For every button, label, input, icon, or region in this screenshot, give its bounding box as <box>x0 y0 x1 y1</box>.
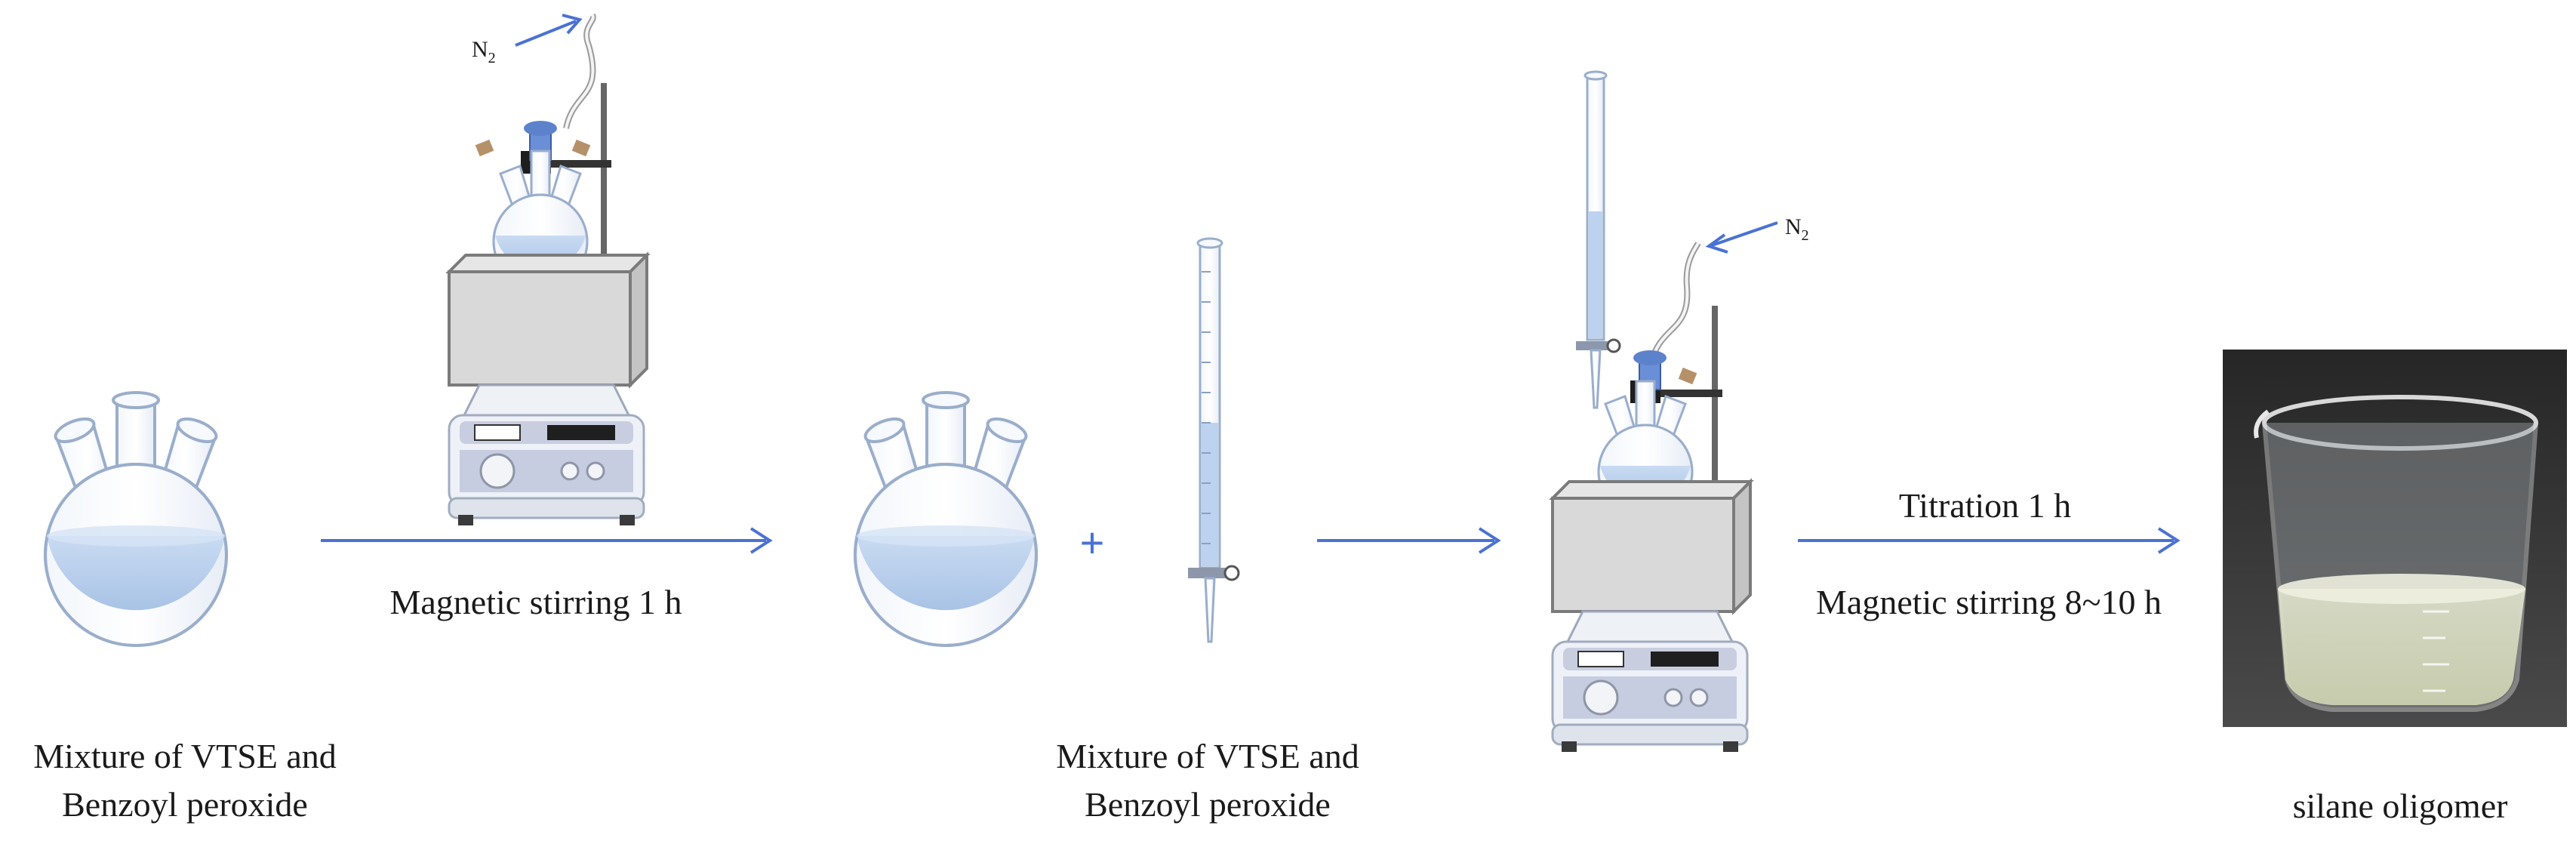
product-caption: silane oligomer <box>2292 787 2508 825</box>
burette <box>1188 237 1240 643</box>
product-photo <box>2223 350 2567 727</box>
svg-text:N2: N2 <box>1785 214 1809 244</box>
nitrogen-label-1: N2 <box>472 14 583 66</box>
middle-mixture-line2: Benzoyl peroxide <box>1085 785 1331 824</box>
three-neck-flask-left <box>44 391 228 647</box>
svg-text:N2: N2 <box>472 37 496 66</box>
step3-bottom-label: Magnetic stirring 8~10 h <box>1816 583 2162 621</box>
apparatus-nitrogen-setup-1 <box>448 13 648 527</box>
nitrogen-label-2: N2 <box>1705 214 1809 254</box>
plus-sign: + <box>1080 519 1105 566</box>
middle-mixture-line1: Mixture of VTSE and <box>1056 737 1359 775</box>
step1-label: Magnetic stirring 1 h <box>389 583 682 621</box>
arrow-step1 <box>321 527 773 554</box>
left-mixture-caption: Mixture of VTSE and Benzoyl peroxide <box>0 732 370 829</box>
arrow-step3 <box>1798 527 2181 554</box>
middle-mixture-caption: Mixture of VTSE and Benzoyl peroxide <box>1019 732 1396 829</box>
step3-top-label: Titration 1 h <box>1898 486 2072 525</box>
left-mixture-line2: Benzoyl peroxide <box>62 785 308 824</box>
arrow-step2 <box>1317 527 1501 554</box>
svg-text:+: + <box>1080 519 1105 566</box>
three-neck-flask-middle <box>854 391 1038 647</box>
apparatus-nitrogen-setup-2 <box>1551 70 1752 753</box>
left-mixture-line1: Mixture of VTSE and <box>33 737 337 775</box>
